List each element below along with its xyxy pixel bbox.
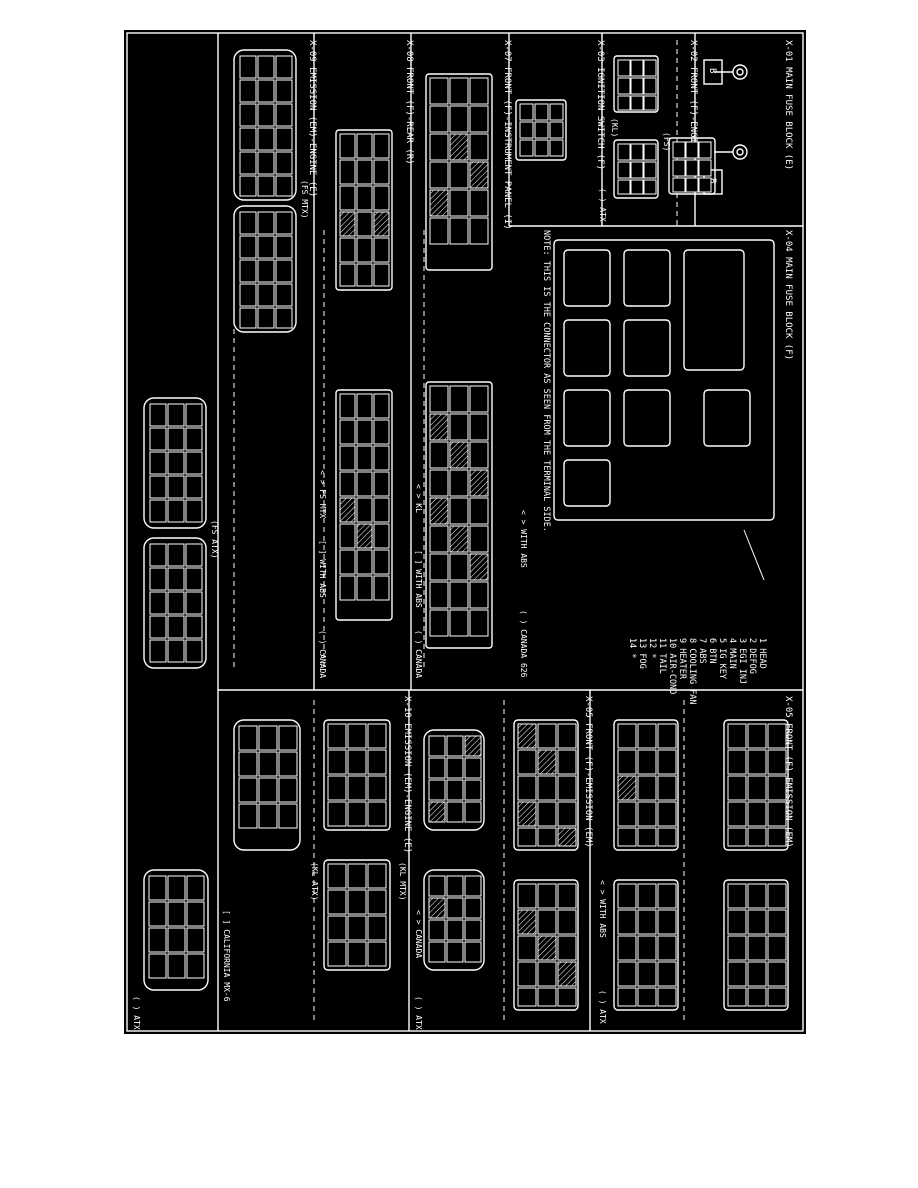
outer-frame xyxy=(126,32,804,1032)
legend-6: 6 BTN xyxy=(707,638,717,664)
x02-connector-fs: (FS) ( ) ATX (KL) xyxy=(598,55,716,222)
title-x07: X-07 FRONT (F)-INSTRUMENT PANEL (I) xyxy=(502,40,512,230)
x09b-connector-4 xyxy=(143,869,209,991)
x09-fs-atx: (FS ATX) xyxy=(210,520,219,559)
x08-note-fs-mtx: < > FS MTX xyxy=(318,470,327,518)
legend-13: 13 FOG xyxy=(637,638,647,669)
x07-note-with-abs: < > WITH ABS xyxy=(519,510,528,568)
x10-note-atx: ( ) ATX xyxy=(414,996,423,1030)
x02-kl-label: (KL) xyxy=(610,118,619,137)
title-x09: X-09 EMISSION (EM)-ENGINE (E) xyxy=(307,40,317,197)
legend-11: 11 TAIL xyxy=(657,638,667,674)
x09-connector-4 xyxy=(143,537,207,669)
x08-note-with-abs: [ ] WITH ABS xyxy=(318,540,327,598)
x04-note: NOTE: THIS IS THE CONNECTOR AS SEEN FROM… xyxy=(541,230,551,532)
legend-3: 3 EGI INJ xyxy=(737,638,747,684)
title-x08: X-08 FRONT (F)-REAR (R) xyxy=(404,40,414,165)
x08-connector-bottom xyxy=(335,389,393,621)
legend-9: 9 HEATER xyxy=(677,638,687,680)
legend-4: 4 MAIN xyxy=(727,638,737,669)
x08-note-canada: ( ) CANADA xyxy=(318,630,327,678)
x07-connector-top xyxy=(425,73,493,271)
title-x10: X-10 EMISSION (EM)-ENGINE (E) xyxy=(402,696,412,853)
x05-note-atx: ( ) ATX xyxy=(598,990,607,1024)
x01-fuse-b-label-2: B xyxy=(707,178,717,183)
legend-8: 8 COOLING FAN xyxy=(687,638,697,705)
legend-1: 1 HEAD xyxy=(757,638,767,669)
note-california: [ ] CALIFORNIA MX-6 xyxy=(222,910,231,1002)
x09-connector-3 xyxy=(143,397,207,529)
x09b-connector-1 xyxy=(323,719,391,831)
x05-connector-kl-2 xyxy=(613,879,679,1011)
note-kl-atx: (KL ATX) xyxy=(310,862,319,901)
x09-connector-1 xyxy=(233,49,297,201)
note-kl-mtx: (KL MTX) xyxy=(398,862,407,901)
x09-fs-mtx: (FS MTX) xyxy=(300,180,309,219)
x05b-connector-1 xyxy=(513,719,579,851)
x04-legend: 1 HEAD 2 DEFOG 3 EGI INJ 4 MAIN 5 IG KEY… xyxy=(627,638,767,705)
x07-note-canada-626: ( ) CANADA 626 xyxy=(519,610,528,678)
x05-connector-fs-2 xyxy=(723,879,789,1011)
x05b-connector-2 xyxy=(513,879,579,1011)
x10-note-canada: < > CANADA xyxy=(414,910,423,958)
x09b-connector-3 xyxy=(233,719,301,851)
title-x01: X-01 MAIN FUSE BLOCK (E) xyxy=(783,40,793,170)
legend-14: 14 * xyxy=(627,638,637,659)
note-atx-bottom: ( ) ATX xyxy=(132,996,141,1030)
x07-connector-bottom xyxy=(425,381,493,649)
x02-fs-label: (FS) xyxy=(662,132,671,151)
title-x04: X-04 MAIN FUSE BLOCK (F) xyxy=(783,230,793,360)
legend-10: 10 AIR-COND xyxy=(667,638,677,694)
x08-connector-top xyxy=(335,129,393,291)
x07-note-with-abs-2: [ ] WITH ABS xyxy=(414,550,423,608)
title-x03: X-03 IGNITION SWITCH (F) xyxy=(595,40,605,170)
x02-atx-note: ( ) ATX xyxy=(598,188,607,222)
x05-connector-fs-1 xyxy=(723,719,789,851)
x09b-connector-2 xyxy=(323,859,391,971)
x03-connector xyxy=(515,99,567,161)
x04-fuse-block xyxy=(553,239,775,581)
title-x02: X-02 FRONT (F)-ENGINE (E) xyxy=(688,40,698,175)
legend-12: 12 * xyxy=(647,638,657,659)
title-x05b: X-05 FRONT (F)-EMISSION (EM) xyxy=(583,696,593,848)
legend-2: 2 DEFOG xyxy=(747,638,757,674)
x09-connector-2 xyxy=(233,205,297,333)
legend-7: 7 ABS xyxy=(697,638,707,664)
x10-connector-1 xyxy=(423,729,485,831)
x07-note-kl: < > KL xyxy=(414,484,423,513)
x10-connector-2 xyxy=(423,869,485,971)
wiring-connector-diagram: X-01 MAIN FUSE BLOCK (E) X-02 FRONT (F)-… xyxy=(124,30,806,1034)
legend-5: 5 IG KEY xyxy=(717,638,727,679)
x07-note-canada: ( ) CANADA xyxy=(414,630,423,678)
x01-fuse-b-label-1: B xyxy=(707,68,717,73)
x05-connector-kl-1 xyxy=(613,719,679,851)
x05-note-with-abs: < > WITH ABS xyxy=(598,880,607,938)
